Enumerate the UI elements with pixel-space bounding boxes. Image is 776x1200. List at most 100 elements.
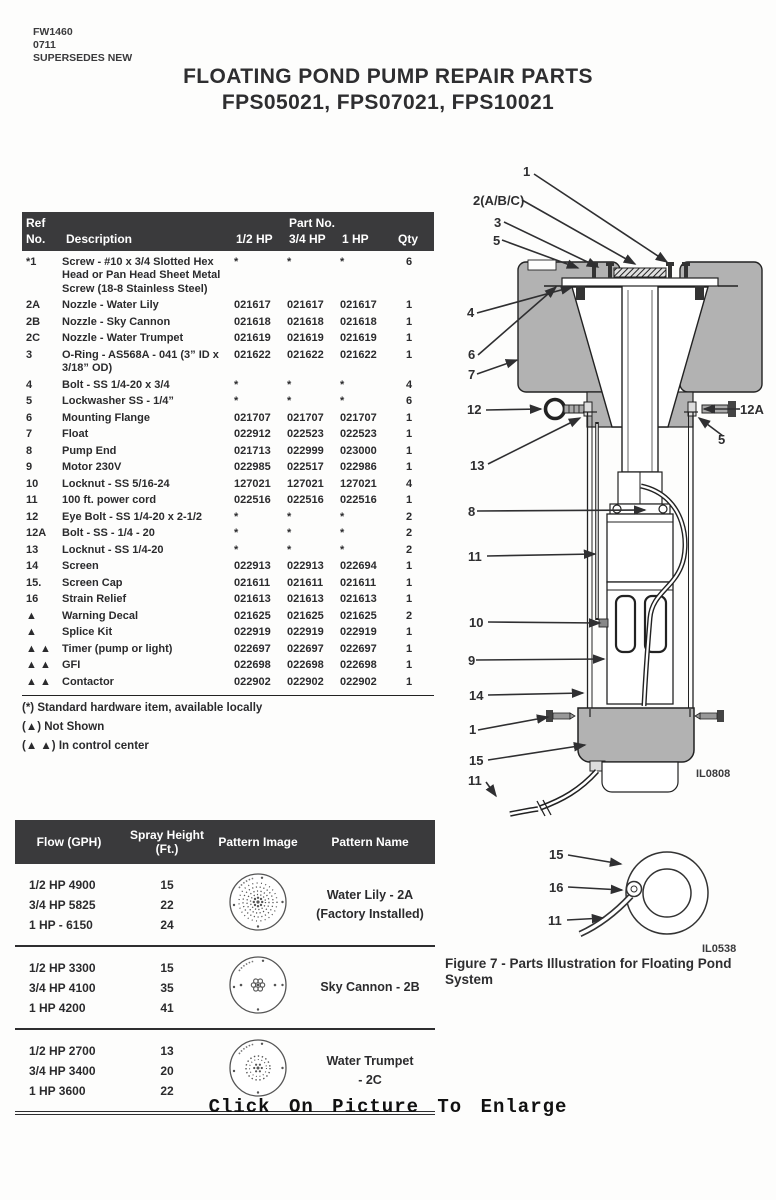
part-no-cell: * — [234, 255, 239, 268]
description-cell: Locknut - SS 5/16-24 — [62, 477, 170, 490]
description-cell: O-Ring - AS568A - 041 (3” ID x 3/18” OD) — [62, 348, 219, 375]
pattern-name-cell: Water Lily - 2A(Factory Installed) — [316, 887, 424, 921]
part-no-cell: 022902 — [287, 675, 324, 688]
part-no-cell: * — [340, 543, 345, 556]
ref-no-cell: 12 — [26, 510, 39, 523]
part-no-cell: 021707 — [340, 411, 377, 424]
description-cell: Motor 230V — [62, 461, 122, 473]
description-cell: Locknut - SS 1/4-20 — [62, 543, 164, 556]
callout-label: 11 — [548, 913, 562, 928]
qty-cell: 4 — [406, 477, 413, 490]
ref-no-cell: 13 — [26, 543, 39, 556]
pump-parts-illustration[interactable]: Figure 7 - Parts Illustration for Floati… — [440, 150, 776, 1030]
part-no-cell: 022913 — [287, 560, 324, 572]
page-title: FLOATING POND PUMP REPAIR PARTS FPS05021… — [0, 64, 776, 116]
part-no-cell: * — [340, 378, 345, 391]
qty-cell: 2 — [406, 510, 413, 523]
pump-body-graphic — [598, 471, 674, 705]
part-no-cell: 021617 — [234, 299, 271, 311]
part-no-cell: 021622 — [340, 348, 377, 361]
part-no-cell: 021618 — [234, 315, 271, 328]
callout-label: 5 — [493, 233, 501, 248]
part-no-cell: 021611 — [287, 576, 324, 589]
doc-code-line: 0711 — [33, 39, 56, 51]
description-cell: GFI — [62, 659, 81, 671]
ref-no-cell: 9 — [26, 461, 33, 473]
table-footnote: (▲) Not Shown — [22, 720, 105, 733]
col-qty: Qty — [398, 232, 419, 246]
discharge-tube-graphic — [621, 269, 659, 473]
callout-label: 16 — [549, 880, 564, 895]
qty-cell: 1 — [406, 461, 413, 473]
qty-cell: 1 — [406, 494, 413, 506]
description-cell: Eye Bolt - SS 1/4-20 x 2-1/2 — [62, 510, 203, 523]
ref-no-cell: 8 — [26, 444, 33, 457]
callout-label: 6 — [468, 347, 476, 362]
part-no-cell: 022919 — [234, 626, 271, 638]
part-no-cell: * — [287, 255, 292, 268]
part-no-cell: 021619 — [287, 332, 324, 344]
part-no-cell: 021707 — [234, 411, 271, 424]
description-cell: Screw - #10 x 3/4 Slotted Hex Head or Pa… — [62, 255, 221, 295]
part-no-cell: 021611 — [340, 576, 377, 589]
ref-no-cell: 4 — [26, 378, 33, 391]
part-no-cell: 021625 — [234, 609, 271, 622]
description-cell: Nozzle - Water Lily — [62, 299, 159, 311]
qty-cell: 1 — [406, 428, 413, 440]
part-no-cell: * — [234, 378, 239, 391]
col-ref-bottom: No. — [26, 232, 46, 246]
ref-no-cell: 11 — [26, 494, 38, 506]
callout-label: 11 — [468, 773, 482, 788]
part-no-cell: * — [340, 510, 345, 523]
callout-label: 15 — [469, 753, 484, 768]
part-no-cell: 022697 — [340, 642, 377, 655]
description-cell: Nozzle - Water Trumpet — [62, 332, 184, 344]
description-cell: Bolt - SS - 1/4 - 20 — [62, 527, 155, 539]
ref-no-cell: 10 — [26, 477, 39, 490]
part-no-cell: 021625 — [340, 609, 377, 622]
exit-cord-graphic — [509, 769, 600, 817]
description-cell: Screen — [62, 560, 99, 572]
part-no-cell: 022697 — [234, 642, 271, 655]
nozzle-graphic — [613, 267, 667, 278]
ref-no-cell: ▲ ▲ — [26, 642, 51, 655]
qty-cell: 2 — [406, 609, 413, 622]
part-no-cell: 127021 — [287, 477, 324, 490]
callout-label: 4 — [467, 305, 475, 320]
part-no-cell: 021622 — [234, 348, 271, 361]
ref-no-cell: 5 — [26, 395, 33, 407]
ref-no-cell: ▲ — [26, 609, 37, 622]
ref-no-cell: ▲ ▲ — [26, 675, 51, 688]
ref-no-cell: 2C — [26, 332, 41, 344]
part-no-cell: 021613 — [340, 593, 377, 605]
qty-cell: 1 — [406, 299, 413, 311]
grommet-graphic — [625, 880, 643, 898]
qty-cell: 4 — [406, 378, 413, 391]
qty-cell: 6 — [406, 255, 413, 268]
parts-table: Ref Part No. No. Description 1/2 HP 3/4 … — [22, 212, 434, 759]
callout-label: 11 — [468, 549, 482, 564]
pattern-name-cell: Sky Cannon - 2B — [320, 980, 420, 994]
ref-no-cell: 3 — [26, 348, 33, 361]
description-cell: Timer (pump or light) — [62, 642, 173, 655]
description-cell: Screen Cap — [62, 576, 123, 589]
part-no-cell: 022517 — [287, 461, 324, 473]
part-no-cell: 022912 — [234, 428, 271, 440]
part-no-cell: * — [234, 395, 239, 407]
description-cell: Lockwasher SS - 1/4” — [62, 395, 174, 407]
col-pattern-name: Pattern Name — [331, 835, 409, 849]
pattern-disc-icon — [211, 1037, 305, 1104]
part-no-cell: 022913 — [234, 560, 271, 572]
